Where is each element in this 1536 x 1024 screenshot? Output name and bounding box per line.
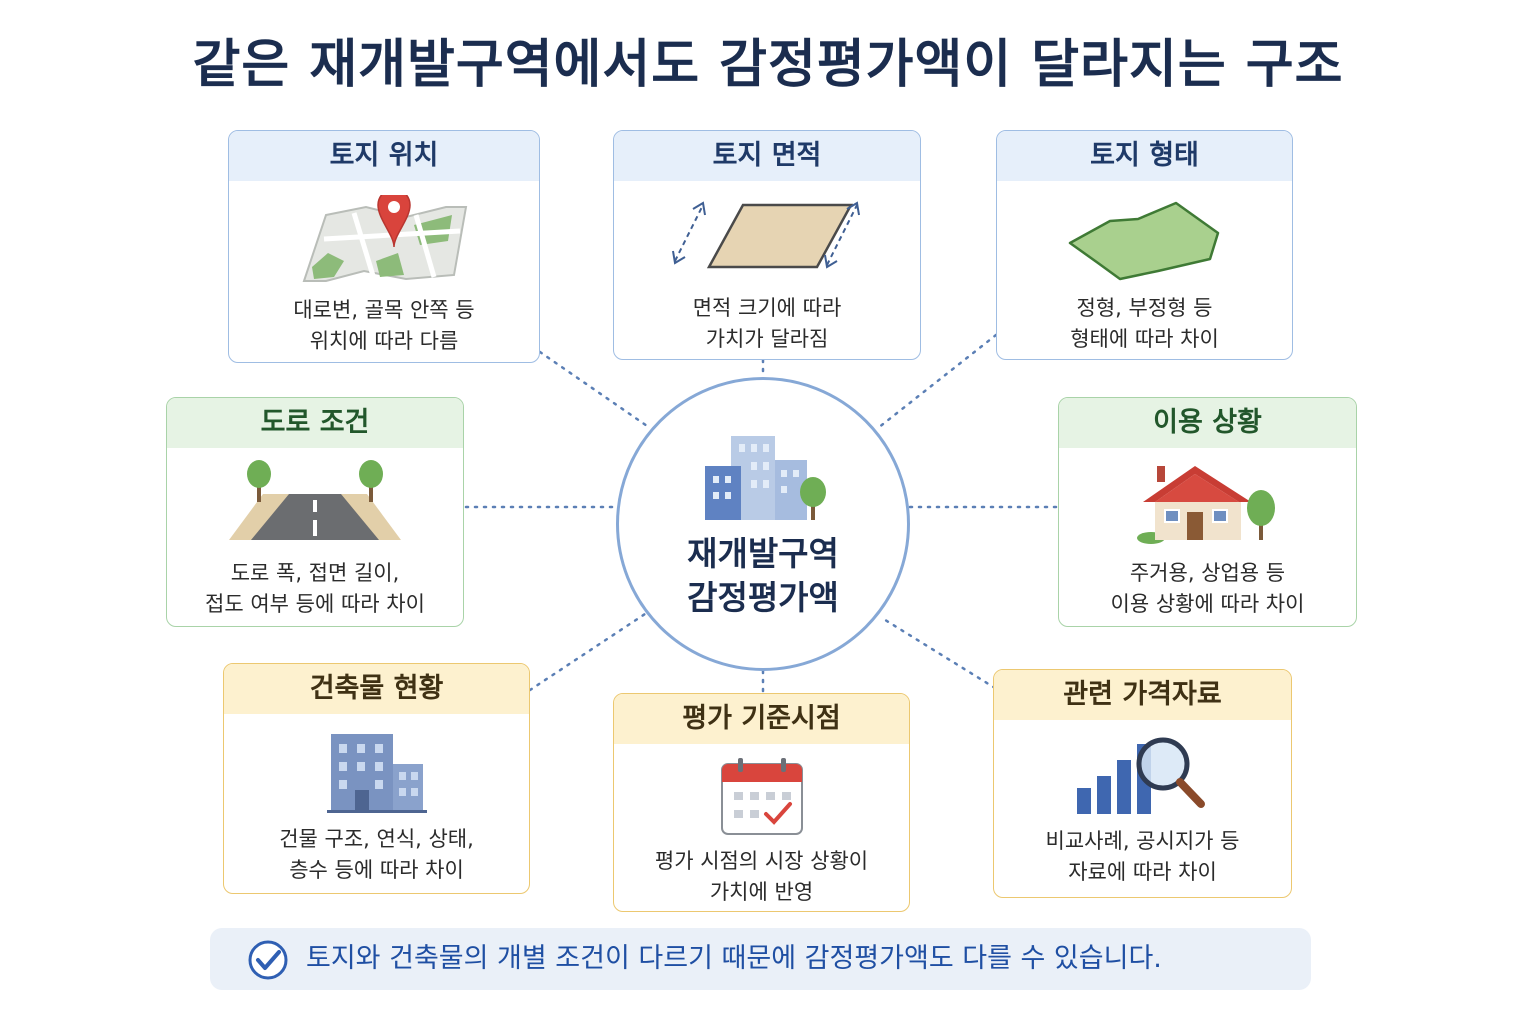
calendar-icon — [614, 758, 909, 836]
card-desc-line2: 접도 여부 등에 따라 차이 — [205, 592, 425, 616]
map-pin-icon — [229, 195, 539, 287]
card-desc-line1: 비교사례, 공시지가 등 — [1045, 829, 1240, 853]
card-title: 토지 면적 — [614, 131, 920, 181]
card-title: 건축물 현황 — [224, 664, 529, 714]
card-desc-line1: 건물 구조, 연식, 상태, — [279, 827, 474, 851]
center-circle: 재개발구역 감정평가액 — [616, 377, 910, 671]
land-area-icon — [614, 199, 920, 273]
check-circle-icon — [246, 938, 290, 986]
card-usage: 이용 상황 주거용, 상업용 등 이용 상황에 따라 차이 — [1058, 397, 1357, 627]
center-label-line1: 재개발구역 — [687, 534, 839, 573]
card-land-location: 토지 위치 대로변, 골목 안쪽 등 위치에 따라 다름 — [228, 130, 540, 363]
card-title: 도로 조건 — [167, 398, 463, 448]
card-desc-line2: 층수 등에 따라 차이 — [289, 858, 464, 882]
card-building: 건축물 현황 건물 구조, 연식, 상태, 층수 등에 따라 차이 — [223, 663, 530, 894]
building-icon — [224, 730, 529, 814]
card-desc-line1: 대로변, 골목 안쪽 등 — [293, 298, 475, 322]
card-land-area: 토지 면적 면적 크기에 따라 가치가 달라짐 — [613, 130, 921, 360]
card-title: 평가 기준시점 — [614, 694, 909, 744]
card-title: 토지 형태 — [997, 131, 1292, 181]
card-desc-line1: 주거용, 상업용 등 — [1129, 561, 1286, 585]
page-title: 같은 재개발구역에서도 감정평가액이 달라지는 구조 — [192, 35, 1344, 95]
card-desc-line2: 이용 상황에 따라 차이 — [1110, 592, 1305, 616]
card-desc-line2: 가치에 반영 — [709, 880, 814, 904]
card-desc-line2: 형태에 따라 차이 — [1070, 327, 1219, 351]
city-buildings-icon — [701, 428, 831, 524]
footer-text: 토지와 건축물의 개별 조건이 다르기 때문에 감정평가액도 다를 수 있습니다… — [306, 943, 1162, 974]
card-land-shape: 토지 형태 정형, 부정형 등 형태에 따라 차이 — [996, 130, 1293, 360]
bar-chart-search-icon — [994, 734, 1291, 818]
card-desc-line1: 면적 크기에 따라 — [692, 296, 842, 320]
card-desc-line1: 평가 시점의 시장 상황이 — [654, 849, 869, 873]
card-title: 이용 상황 — [1059, 398, 1356, 448]
card-price-data: 관련 가격자료 비교사례, 공시지가 등 자료에 따라 차이 — [993, 669, 1292, 898]
card-desc-line2: 위치에 따라 다름 — [309, 329, 459, 353]
card-desc-line1: 도로 폭, 접면 길이, — [230, 561, 400, 585]
house-icon — [1059, 460, 1356, 544]
card-title: 토지 위치 — [229, 131, 539, 181]
footer-note: 토지와 건축물의 개별 조건이 다르기 때문에 감정평가액도 다를 수 있습니다… — [210, 928, 1311, 990]
card-title: 관련 가격자료 — [994, 670, 1291, 720]
road-icon — [167, 460, 463, 544]
card-desc-line2: 자료에 따라 차이 — [1068, 860, 1217, 884]
card-road: 도로 조건 도로 폭, 접면 길이, 접도 여부 등에 따라 차이 — [166, 397, 464, 627]
card-base-date: 평가 기준시점 평가 시점의 시장 상황이 가치에 반영 — [613, 693, 910, 912]
land-shape-icon — [997, 199, 1292, 283]
center-label-line2: 감정평가액 — [687, 578, 839, 617]
card-desc-line2: 가치가 달라짐 — [705, 327, 829, 351]
card-desc-line1: 정형, 부정형 등 — [1076, 296, 1213, 320]
